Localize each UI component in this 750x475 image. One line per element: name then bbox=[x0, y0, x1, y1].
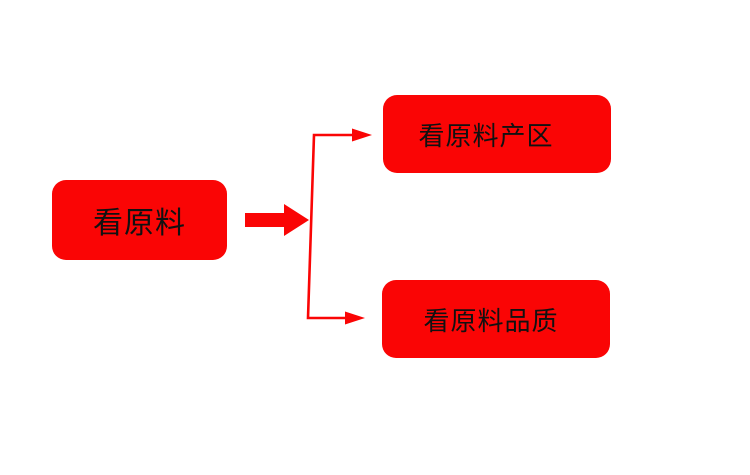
node-branch-origin-region-label: 看原料产区 bbox=[418, 120, 554, 151]
node-root-label: 看原料 bbox=[93, 207, 186, 240]
bottom-arrowhead-icon bbox=[345, 311, 365, 325]
branch-connector-line bbox=[306, 133, 354, 320]
node-branch-origin-region: 看原料产区 bbox=[383, 95, 611, 173]
block-arrow-icon bbox=[245, 204, 309, 236]
node-branch-quality: 看原料品质 bbox=[382, 280, 610, 358]
node-branch-quality-label: 看原料品质 bbox=[423, 305, 559, 336]
top-arrowhead-icon bbox=[352, 128, 372, 142]
node-root: 看原料 bbox=[52, 180, 227, 260]
